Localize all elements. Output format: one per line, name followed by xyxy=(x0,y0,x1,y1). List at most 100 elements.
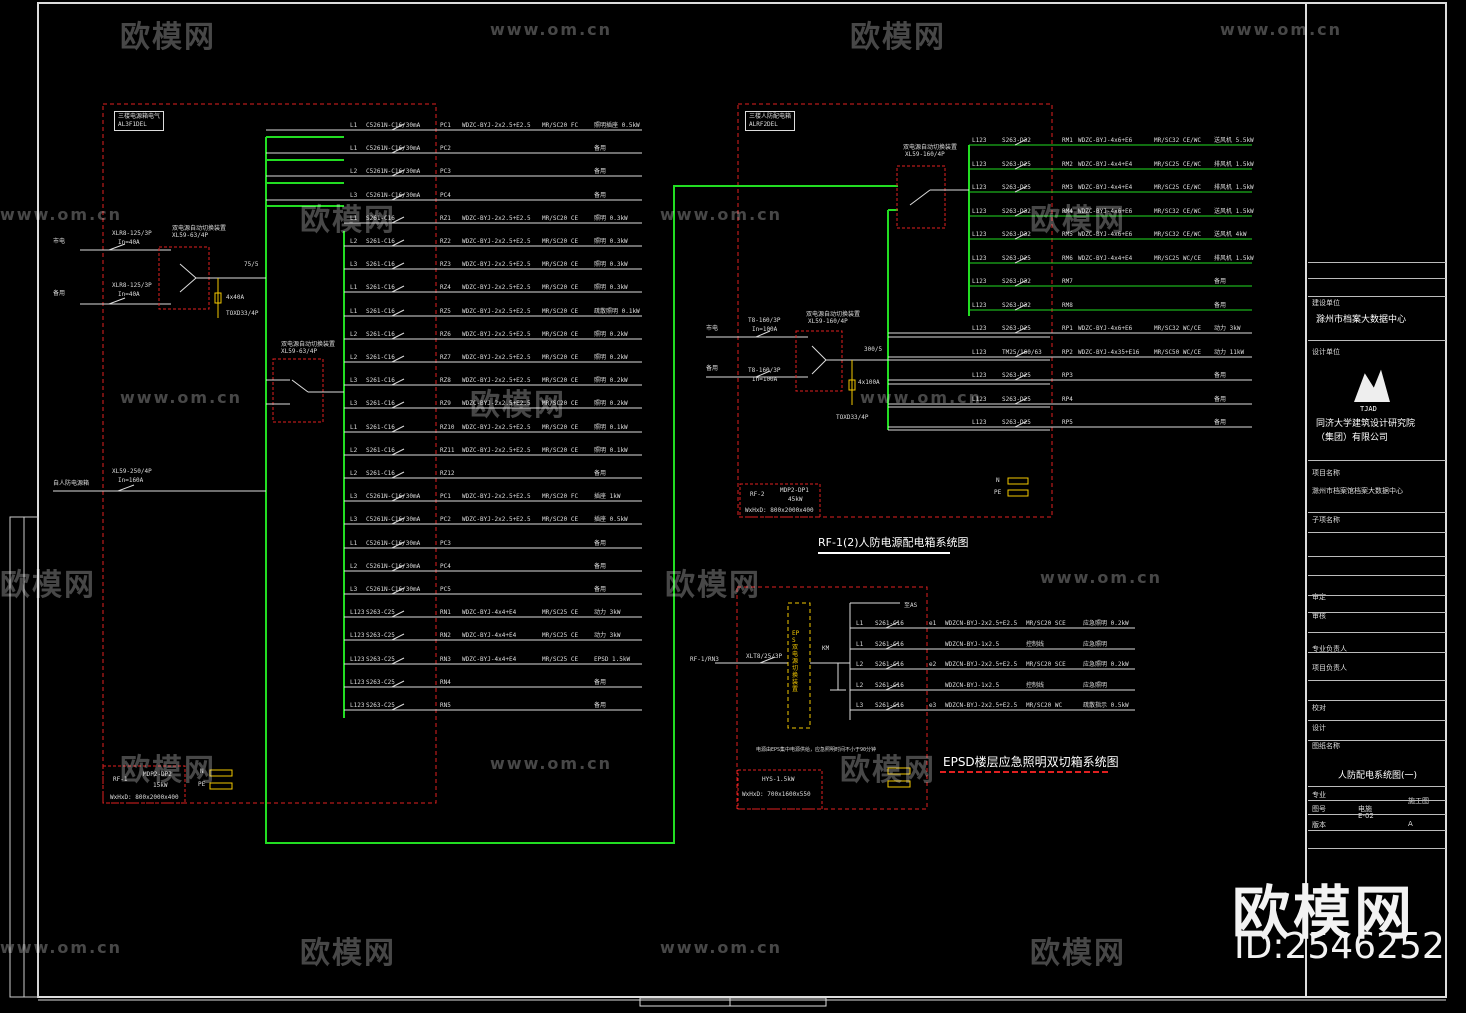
title-block-rule xyxy=(1308,532,1446,533)
watermark-text: 欧模网 xyxy=(120,753,216,788)
feeder-conduit: MR/SC20 CE xyxy=(542,400,579,407)
feeder-conduit: MR/SC20 CE xyxy=(542,377,579,384)
watermark-url: www.om.cn xyxy=(1040,568,1163,587)
feeder-phase: L1 xyxy=(350,145,358,152)
feeder-desc: 照明 0.2kW xyxy=(594,354,628,361)
title-block-rule xyxy=(1308,848,1446,849)
watermark-text: 欧模网 xyxy=(840,753,936,788)
title-block-field: 人防配电系统图(一) xyxy=(1338,771,1418,781)
panel-left-input2-label: 备用 xyxy=(53,290,66,297)
title-block-rule xyxy=(1308,652,1446,653)
feeder-circuit: PC2 xyxy=(440,516,451,523)
feeder-circuit: PC1 xyxy=(440,122,451,129)
feeder-desc: 排风机 1.5kW xyxy=(1214,254,1254,262)
terminal-blocks xyxy=(209,477,1029,790)
feeder-cable: WDZC-BYJ-4x35+E16 xyxy=(1078,349,1140,356)
feeder-phase: L123 xyxy=(972,231,987,238)
panel-right-input1-rating: In=100A xyxy=(752,326,778,333)
feeder-breaker: S261-C16 xyxy=(366,400,395,407)
feeder-circuit: RZ9 xyxy=(440,400,451,407)
title-block-field: 专业 xyxy=(1312,791,1326,799)
feeder-desc: 动力 3kW xyxy=(594,608,621,616)
bottom-center-mark xyxy=(639,997,827,1007)
feeder-cable: WDZC-BYJ-2x2.5+E2.5 xyxy=(462,215,531,222)
title-block-field: （集团）有限公司 xyxy=(1316,433,1389,443)
feeder-desc: 应急照明 0.2kW xyxy=(1083,619,1129,627)
feeder-desc: 备用 xyxy=(594,678,606,686)
feeder-breaker: C5261N-C16/30mA xyxy=(366,145,421,152)
feeder-circuit: RM8 xyxy=(1062,302,1073,309)
feeder-desc: 备用 xyxy=(594,701,606,709)
feeder-circuit: RN2 xyxy=(440,632,451,639)
panel-right-n-label: N xyxy=(996,477,1000,484)
feeder-phase: L2 xyxy=(350,354,358,361)
feeder-breaker: S263-D32 xyxy=(1002,278,1031,285)
title-block-rule xyxy=(1308,512,1446,513)
feeder-breaker: C5261N-C16/30mA xyxy=(366,516,421,523)
watermark-url: www.om.cn xyxy=(660,205,783,224)
panel-left-box xyxy=(102,103,437,804)
watermark-text: 欧模网 xyxy=(665,568,761,603)
watermark-text: 欧模网 xyxy=(120,20,216,55)
feeder-breaker: C5261N-C16/30mA xyxy=(366,192,421,199)
feeder-breaker: S261-C16 xyxy=(366,424,395,431)
feeder-circuit: e3 xyxy=(929,702,937,709)
feeder-desc: 照明 0.1kW xyxy=(594,447,628,454)
feeder-breaker: S263-D25 xyxy=(1002,161,1031,168)
feeder-circuit: RP1 xyxy=(1062,325,1073,332)
feeder-breaker: S261-C16 xyxy=(875,702,904,709)
feeder-circuit: RZ4 xyxy=(440,284,451,291)
title-block-rule xyxy=(1308,720,1446,721)
feeder-cable: WDZCN-BYJ-2x2.5+E2.5 xyxy=(945,702,1018,709)
feeder-phase: L123 xyxy=(972,349,987,356)
feeder-desc: 备用 xyxy=(1214,301,1226,309)
feeder-phase: L123 xyxy=(350,656,365,663)
panel-right-box-label-line1: 三楼人防配电箱 xyxy=(749,113,792,120)
feeder-conduit: MR/SC20 CE xyxy=(542,284,579,291)
feeder-phase: L123 xyxy=(972,325,987,332)
feeder-desc: 照明 0.2kW xyxy=(594,331,628,338)
feeder-cable: WDZC-BYJ-2x2.5+E2.5 xyxy=(462,284,531,291)
feeder-phase: L3 xyxy=(350,400,358,407)
panel-right-input2-breaker: T8-160/3P xyxy=(748,367,781,374)
feeder-desc: 照明 0.3kW xyxy=(594,238,628,245)
feeder-breaker: S263-C25 xyxy=(366,679,395,686)
feeder-conduit: MR/SC25 CE xyxy=(542,656,579,663)
title-block-rule xyxy=(1308,786,1446,787)
title-block-field: 专业负责人 xyxy=(1312,645,1347,653)
feeder-circuit: RM1 xyxy=(1062,137,1073,144)
feeder-phase: L2 xyxy=(350,168,358,175)
feeder-breaker: C5261N-C16/30mA xyxy=(366,586,421,593)
watermark-text: 欧模网 xyxy=(300,936,396,971)
panel-right-spd-rating: 4x100A xyxy=(858,379,880,386)
feeder-circuit: RZ10 xyxy=(440,424,455,431)
watermark-text: 欧模网 xyxy=(470,388,566,423)
tjad-logo-text: TJAD xyxy=(1360,405,1377,413)
watermark-url: www.om.cn xyxy=(860,388,983,407)
feeder-phase: L1 xyxy=(350,122,358,129)
feeder-breaker: S263-C25 xyxy=(366,656,395,663)
title-block-field: 审定 xyxy=(1312,593,1326,601)
title-block-field: 设计 xyxy=(1312,724,1326,732)
feeder-cable: WDZCN-BYJ-1x2.5 xyxy=(945,682,1000,689)
panel-left-input2-breaker: XLR8-125/3P xyxy=(112,282,152,289)
eps-km: KM xyxy=(822,645,830,652)
feeder-phase: L1 xyxy=(350,215,358,222)
feeder-conduit: MR/SC20 WC xyxy=(1026,702,1063,709)
feeder-breaker: S261-C16 xyxy=(366,377,395,384)
panel-left-ct: 75/5 xyxy=(244,261,259,268)
panel-right-pe-label: PE xyxy=(994,489,1002,496)
watermark-url: www.om.cn xyxy=(120,388,243,407)
title-block-field: A xyxy=(1408,820,1413,828)
feeder-cable: WDZC-BYJ-2x2.5+E2.5 xyxy=(462,424,531,431)
